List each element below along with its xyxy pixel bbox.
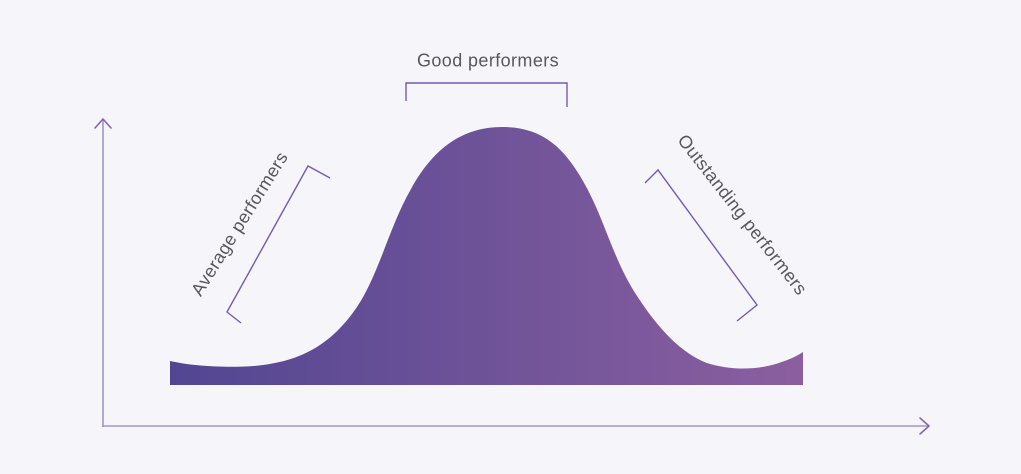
outstanding-performers-bracket [644,168,758,322]
x-axis-arrow-icon [919,417,930,435]
good-performers-bracket [405,82,568,107]
bell-curve-shape [170,127,803,385]
y-axis-arrow-icon [94,118,112,129]
average-performers-bracket [226,165,331,324]
good-performers-label: Good performers [416,50,560,71]
